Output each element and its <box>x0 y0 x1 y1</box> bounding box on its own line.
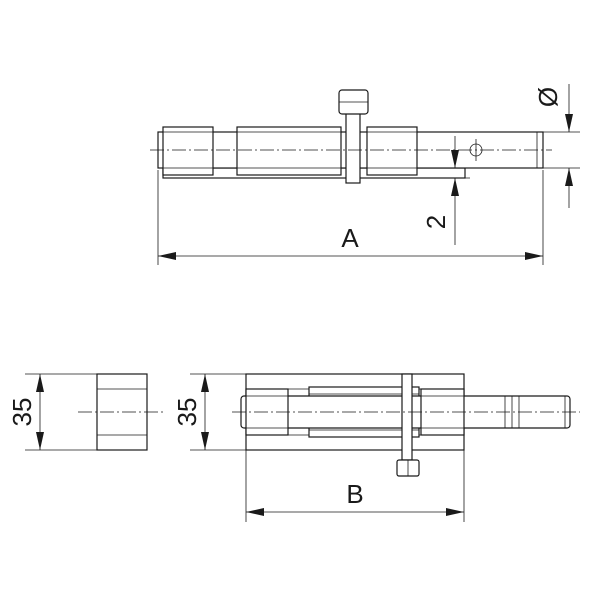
middle-sleeve <box>236 126 342 176</box>
top-view: A 2 Ø <box>150 84 580 265</box>
base-view: 35 B <box>172 373 580 522</box>
label-35-base: 35 <box>172 398 202 427</box>
base-knob-stem <box>401 373 413 461</box>
label-b: B <box>346 479 363 509</box>
label-diameter: Ø <box>533 87 563 107</box>
right-guide <box>366 126 418 176</box>
knob-stem <box>345 112 361 184</box>
keeper-view: 35 <box>7 373 165 451</box>
label-a: A <box>341 223 359 253</box>
label-35-keeper: 35 <box>7 398 37 427</box>
left-guide <box>162 126 214 176</box>
label-2: 2 <box>421 215 451 229</box>
